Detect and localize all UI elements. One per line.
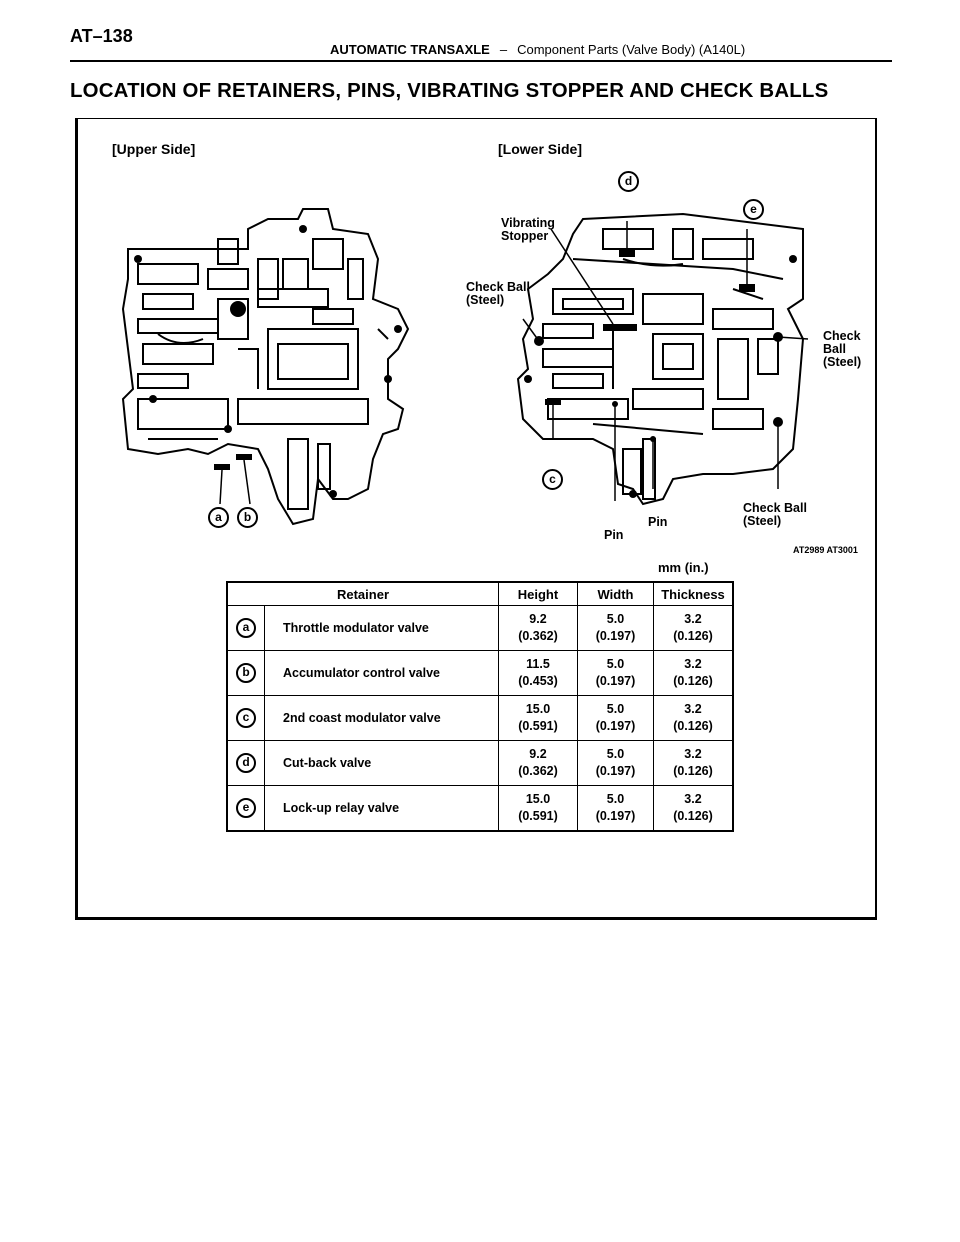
header-rule [70, 60, 892, 62]
letter-a-marker: a [208, 507, 229, 528]
height-mm: 15.0 [525, 702, 551, 716]
width-in: (0.197) [595, 629, 636, 643]
check-ball-bottom-label: Check Ball (Steel) [743, 501, 807, 528]
col-header-retainer: Retainer [226, 581, 499, 606]
letter-a-marker: a [236, 618, 256, 638]
check-ball-left-label: Check Ball (Steel) [466, 280, 530, 307]
pin-label-1: Pin [604, 528, 624, 542]
upper-side-valve-body-diagram [121, 208, 410, 526]
row-letter-cell: b [226, 650, 265, 696]
width-in: (0.197) [595, 719, 636, 733]
height-cell: 9.2 (0.362) [498, 740, 578, 786]
thickness-mm: 3.2 [684, 792, 702, 806]
col-header-height: Height [498, 581, 578, 606]
width-mm: 5.0 [606, 702, 625, 716]
thickness-in: (0.126) [673, 764, 713, 778]
height-in: (0.591) [518, 809, 558, 823]
width-cell: 5.0 (0.197) [577, 605, 654, 651]
row-letter-cell: e [226, 785, 265, 832]
height-in: (0.591) [518, 719, 558, 733]
table-row: d Cut-back valve 9.2 (0.362) 5.0 (0.197) 3… [226, 740, 734, 786]
row-letter-cell: a [226, 605, 265, 651]
valve-name: 2nd coast modulator valve [264, 695, 499, 741]
letter-d-marker: d [236, 753, 256, 773]
lower-side-label: [Lower Side] [498, 141, 583, 157]
header-separator: – [499, 42, 508, 57]
thickness-cell: 3.2 (0.126) [653, 785, 734, 832]
width-cell: 5.0 (0.197) [577, 650, 654, 696]
letter-c-marker: c [236, 708, 256, 728]
subsection-title: Component Parts (Valve Body) (A140L) [517, 42, 746, 57]
valve-name: Lock-up relay valve [264, 785, 499, 832]
height-mm: 9.2 [529, 747, 547, 761]
table-row: c 2nd coast modulator valve 15.0(0.591) … [226, 695, 734, 741]
height-in: (0.362) [518, 629, 558, 643]
width-in: (0.197) [595, 809, 636, 823]
width-mm: 5.0 [606, 747, 625, 761]
width-in: (0.197) [595, 764, 636, 778]
height-mm: 11.5 [526, 657, 550, 671]
height-mm: 9.2 [529, 612, 547, 626]
width-cell: 5.0 (0.197) [577, 785, 654, 832]
vibrating-stopper-label: Vibrating Stopper [501, 216, 555, 243]
thickness-in: (0.126) [673, 719, 713, 733]
retainer-spec-table: Retainer Height Width Thickness a Thrott… [226, 581, 734, 832]
thickness-cell: 3.2 (0.126) [653, 695, 734, 741]
figure-code: AT2989 AT3001 [793, 545, 858, 555]
height-cell: 15.0 (0.591) [498, 695, 578, 741]
width-mm: 5.0 [606, 792, 625, 806]
col-header-thickness: Thickness [653, 581, 734, 606]
table-header-row: Retainer Height Width Thickness [226, 581, 734, 606]
height-mm: 15.0 [525, 792, 551, 806]
figure-frame: [Upper Side] [Lower Side] a b [75, 118, 877, 920]
letter-c-marker: c [542, 469, 563, 490]
thickness-mm: 3.2 [684, 702, 702, 716]
thickness-cell: 3.2 (0.126) [653, 605, 734, 651]
thickness-cell: 3.2 (0.126) [653, 650, 734, 696]
thickness-in: (0.126) [673, 809, 713, 823]
table-row: a Throttle modulator valve 9.2 (0.362) 5.… [226, 605, 734, 651]
letter-d-marker: d [618, 171, 639, 192]
width-in: (0.197) [595, 674, 636, 688]
height-in: (0.362) [518, 764, 558, 778]
height-in: (0.453) [518, 674, 558, 688]
table-row: b Accumulator control valve 11.5(0.453) … [226, 650, 734, 696]
thickness-in: (0.126) [673, 629, 713, 643]
width-mm: 5.0 [606, 612, 625, 626]
valve-name: Cut-back valve [264, 740, 499, 786]
col-header-width: Width [577, 581, 654, 606]
page-number: AT–138 [70, 26, 133, 46]
upper-side-label: [Upper Side] [112, 141, 196, 157]
running-head: AUTOMATIC TRANSAXLE–Component Parts (Val… [330, 42, 745, 57]
width-cell: 5.0 (0.197) [577, 740, 654, 786]
height-cell: 9.2 (0.362) [498, 605, 578, 651]
valve-name: Throttle modulator valve [264, 605, 499, 651]
thickness-cell: 3.2 (0.126) [653, 740, 734, 786]
table-row: e Lock-up relay valve 15.0 (0.591) 5.0 (0.… [226, 785, 734, 832]
units-label: mm (in.) [658, 560, 709, 575]
page-title: LOCATION OF RETAINERS, PINS, VIBRATING S… [70, 80, 829, 102]
height-cell: 11.5 (0.453) [498, 650, 578, 696]
row-letter-cell: c [226, 695, 265, 741]
section-title: AUTOMATIC TRANSAXLE [330, 42, 490, 57]
height-cell: 15.0 (0.591) [498, 785, 578, 832]
width-mm: 5.0 [606, 657, 625, 671]
check-ball-right-label: Check Ball (Steel) [823, 329, 862, 369]
valve-name: Accumulator control valve [264, 650, 499, 696]
thickness-in: (0.126) [673, 674, 713, 688]
letter-e-marker: e [743, 199, 764, 220]
thickness-mm: 3.2 [684, 747, 702, 761]
width-cell: 5.0 (0.197) [577, 695, 654, 741]
row-letter-cell: d [226, 740, 265, 786]
letter-b-marker: b [237, 507, 258, 528]
pin-label-2: Pin [648, 515, 668, 529]
thickness-mm: 3.2 [684, 657, 702, 671]
letter-e-marker: e [236, 798, 256, 818]
lower-side-valve-body-diagram [516, 212, 809, 506]
thickness-mm: 3.2 [684, 612, 702, 626]
letter-b-marker: b [236, 663, 256, 683]
